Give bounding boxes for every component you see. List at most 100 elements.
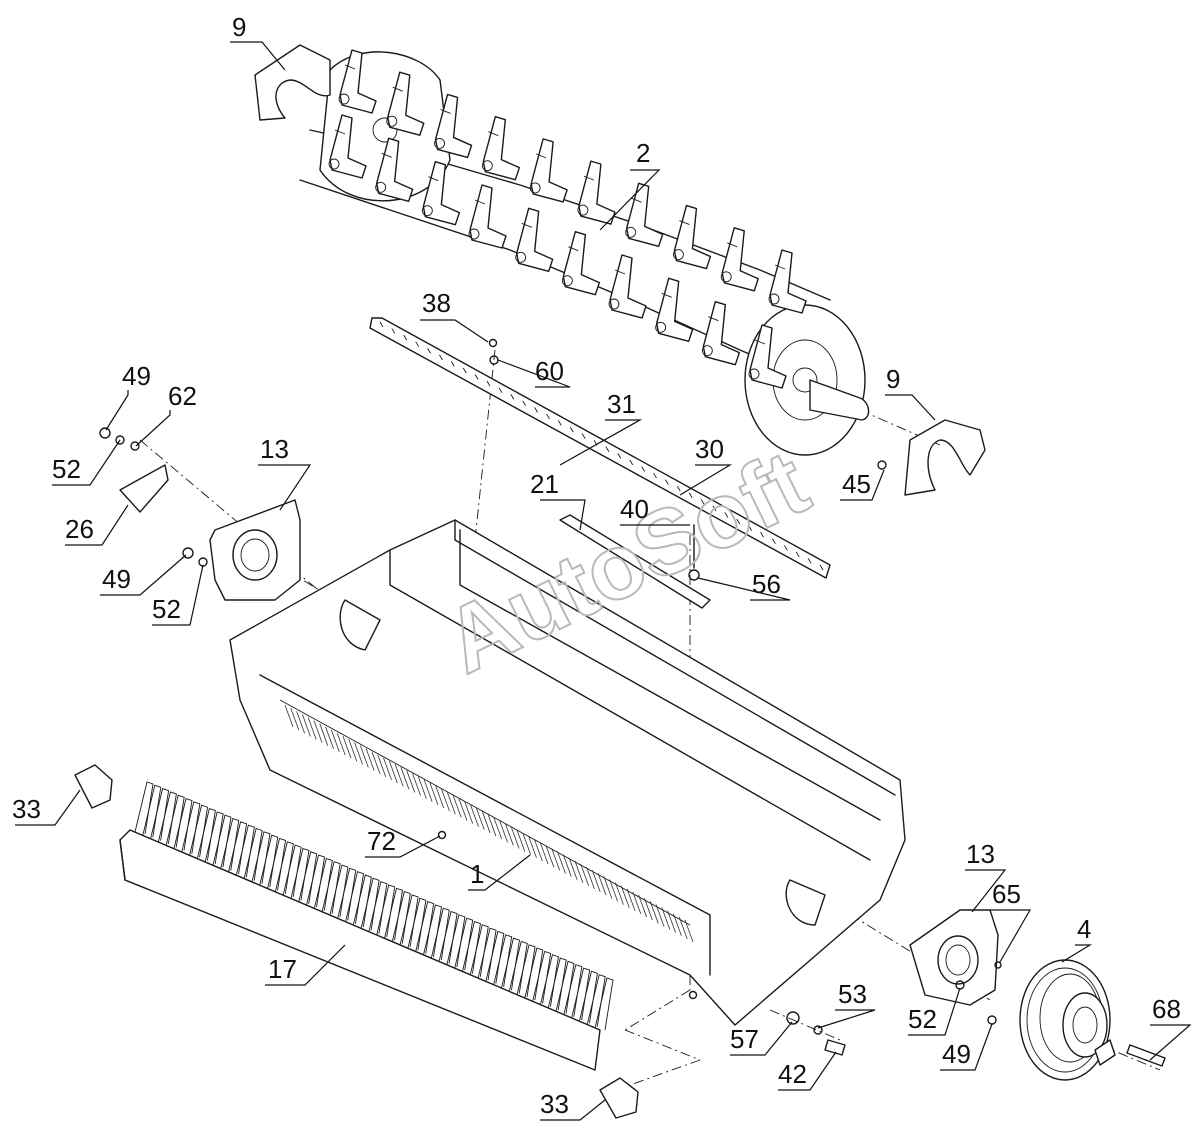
grille-slot — [655, 904, 665, 927]
callout-52-b: 52 — [152, 594, 181, 624]
grille-slot — [435, 785, 445, 809]
grille-slot — [557, 851, 566, 874]
grille-slot — [296, 711, 305, 734]
bar-slot — [605, 446, 610, 453]
grille-slot — [388, 760, 398, 784]
grille-slot — [487, 813, 497, 837]
flail-blade — [748, 324, 787, 389]
bar-slot — [772, 538, 776, 544]
bar-slot — [498, 387, 503, 393]
grille-slot — [359, 745, 369, 768]
callout-21: 21 — [530, 469, 559, 499]
callout-68: 68 — [1152, 994, 1181, 1024]
callout-60: 60 — [535, 356, 564, 386]
grille-slot — [446, 792, 456, 815]
grille-slot — [545, 845, 555, 868]
bar-slot — [569, 426, 574, 433]
bar-slot — [427, 348, 431, 354]
flail-blade — [338, 49, 377, 114]
callout-45: 45 — [842, 469, 871, 499]
grille-slot — [638, 894, 647, 918]
bar-slot — [653, 472, 657, 479]
callout-4: 4 — [1077, 914, 1091, 944]
rotor-flails — [328, 49, 807, 389]
flail-blade — [561, 230, 601, 296]
grille-slot — [475, 807, 485, 830]
bar-slot — [748, 525, 753, 531]
side-plate-right — [909, 909, 999, 1006]
flail-blade — [768, 249, 807, 314]
comb-tooth — [134, 781, 154, 835]
grille-slot — [661, 907, 671, 930]
bar-slot — [534, 407, 538, 413]
grille-slot — [400, 767, 410, 790]
grille-slot — [313, 720, 323, 743]
comb-bar — [119, 781, 614, 1071]
callout-33-top: 33 — [12, 794, 41, 824]
flail-blade — [434, 93, 473, 159]
bar-slot — [676, 485, 681, 492]
bar-slot — [439, 354, 443, 361]
callout-52-a: 52 — [52, 454, 81, 484]
bar-slot — [819, 564, 824, 571]
callout-9-right: 9 — [886, 364, 900, 394]
grille-slot — [423, 779, 433, 802]
bar-slot — [474, 374, 479, 380]
callout-17: 17 — [268, 954, 297, 984]
callout-42: 42 — [778, 1059, 807, 1089]
callout-26: 26 — [65, 514, 94, 544]
flail-blade — [608, 254, 647, 319]
slotted-bar — [369, 317, 831, 579]
callout-40: 40 — [620, 494, 649, 524]
comb-tooth — [594, 977, 614, 1031]
flail-blade — [375, 137, 414, 203]
grille-slot — [626, 888, 636, 911]
bar-slot — [641, 466, 646, 472]
callout-13-left: 13 — [260, 434, 289, 464]
pulley — [1019, 959, 1116, 1081]
grille-slot — [464, 801, 474, 824]
bar-slot — [617, 453, 622, 459]
grille-slot — [412, 773, 421, 796]
callout-52-c: 52 — [908, 1004, 937, 1034]
callout-33-bottom: 33 — [540, 1089, 569, 1119]
bar-slot — [486, 380, 491, 387]
flail-blade — [655, 277, 694, 343]
grille-slot — [574, 860, 584, 883]
bar-slot — [700, 499, 705, 505]
grille-slot — [377, 754, 387, 777]
grille-slot — [365, 748, 375, 771]
grille-slot — [493, 817, 503, 840]
triangular-plate — [119, 464, 169, 513]
grille-slot — [481, 810, 491, 834]
bar-slot — [581, 433, 586, 439]
callout-leaders — [15, 41, 1192, 1121]
callout-13-right: 13 — [966, 839, 995, 869]
plate-33-bottom — [599, 1077, 639, 1119]
grille-slot — [417, 776, 427, 799]
grille-slot — [649, 901, 659, 924]
side-plate-left — [209, 499, 301, 601]
grille-slot — [533, 838, 543, 862]
grille-slot — [568, 857, 578, 880]
grille-slot — [644, 898, 653, 921]
grille-slot — [429, 782, 439, 806]
grille-slot — [609, 879, 619, 902]
bar-slot — [379, 321, 384, 328]
flail-blade — [720, 227, 759, 292]
grille-slot — [319, 723, 329, 746]
bar-slot — [665, 479, 669, 485]
housing-grille — [284, 704, 694, 943]
callout-56: 56 — [752, 569, 781, 599]
comb-teeth — [134, 781, 614, 1031]
callout-49-c: 49 — [942, 1039, 971, 1069]
grille-slot — [562, 854, 572, 877]
bar-slot — [688, 492, 693, 498]
grille-slot — [580, 863, 590, 887]
grille-slot — [458, 798, 468, 821]
callout-1: 1 — [470, 859, 484, 889]
flail-blade — [386, 71, 425, 136]
grille-slot — [603, 876, 613, 899]
